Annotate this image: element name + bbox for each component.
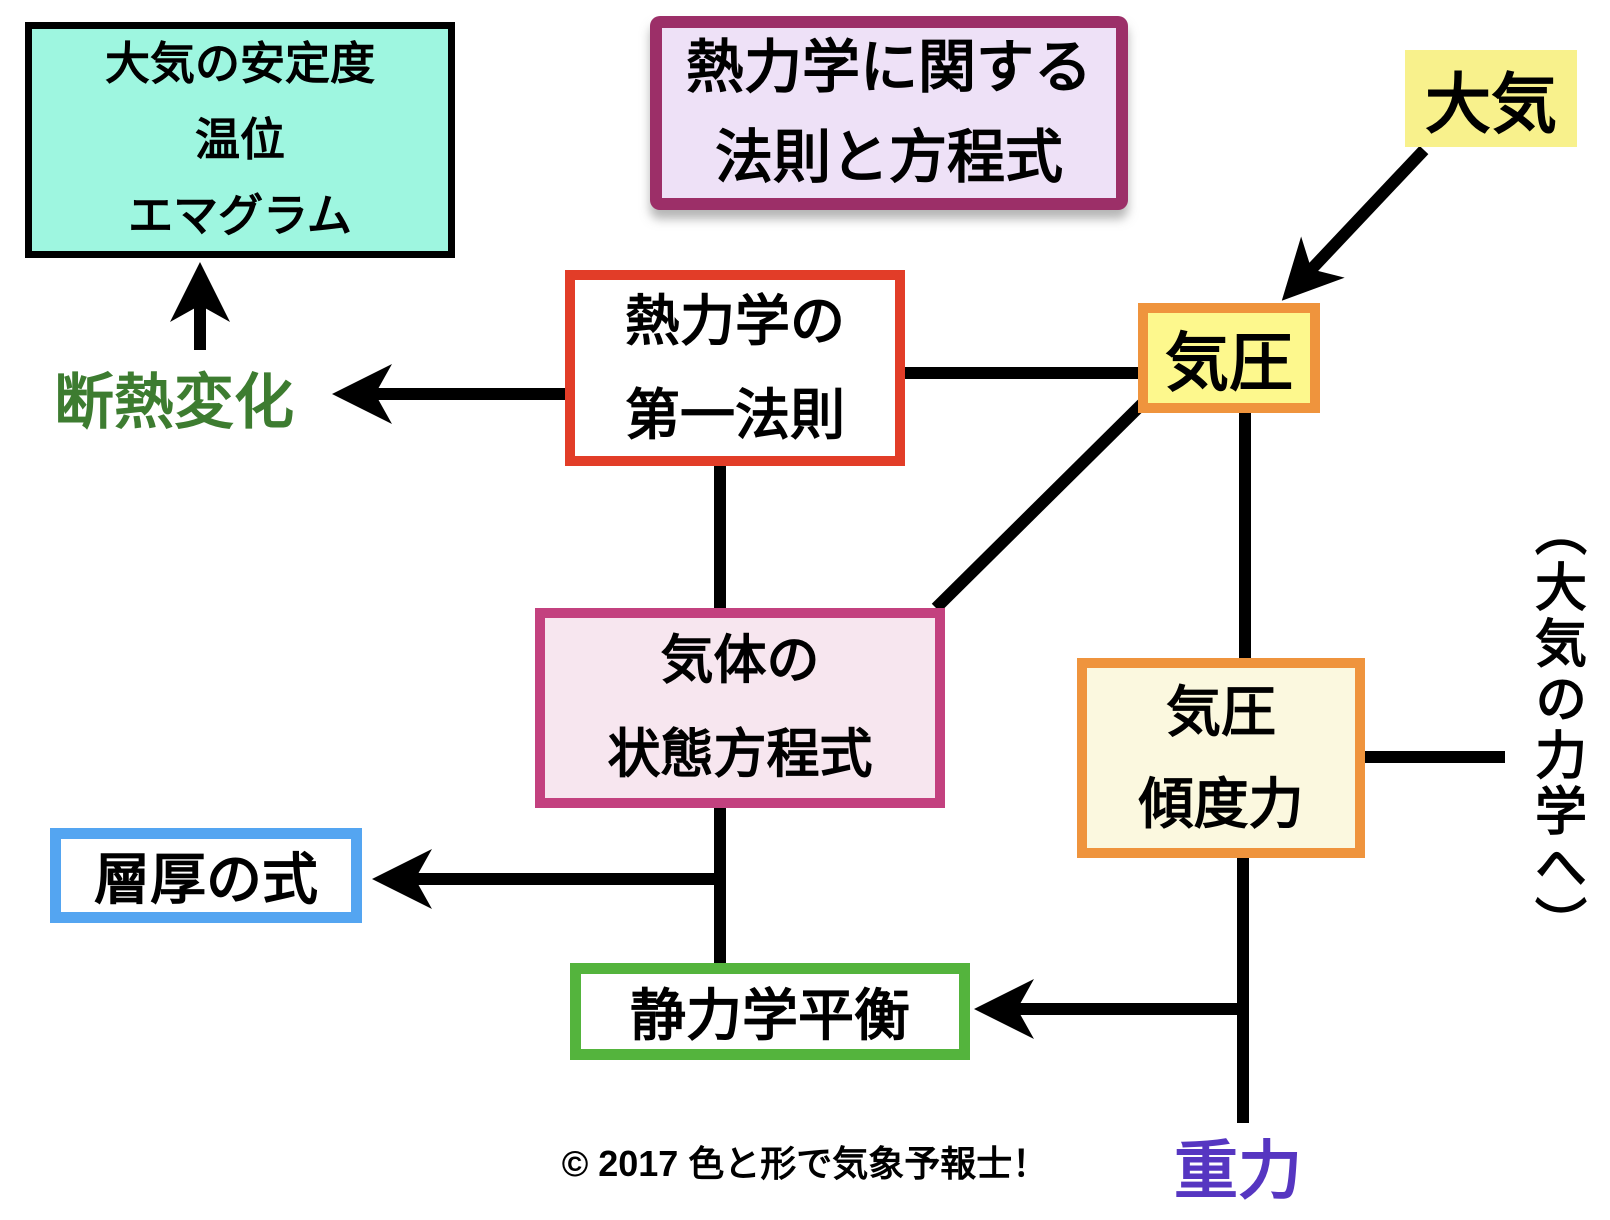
dynamics-label: （大気の力学へ） <box>1526 503 1585 952</box>
copyright-text: © 2017 色と形で気象予報士！ <box>561 1143 1049 1184</box>
copyright-notice: © 2017 色と形で気象予報士！ <box>555 1136 1055 1186</box>
hydrostatic-label: 静力学平衡 <box>630 984 910 1047</box>
title-line-2: 法則と方程式 <box>714 125 1063 190</box>
diagram-title: 熱力学に関する 法則と方程式 <box>650 16 1128 210</box>
atmosphere-label: 大気 <box>1425 66 1557 141</box>
thickness-label: 層厚の式 <box>94 848 318 911</box>
first-law-line-1: 熱力学の <box>624 290 845 352</box>
node-first-law-of-thermodynamics: 熱力学の 第一法則 <box>565 270 905 466</box>
node-atmospheric-stability: 大気の安定度 温位 エマグラム <box>25 22 455 258</box>
node-adiabatic-change: 断熱変化 <box>46 355 302 439</box>
edge-taiki-kiatsu-arrow <box>1281 145 1429 301</box>
stability-line-2: 温位 <box>194 114 285 165</box>
node-hydrostatic-equilibrium: 静力学平衡 <box>570 963 970 1060</box>
pgf-line-2: 傾度力 <box>1138 773 1304 835</box>
gravity-label: 重力 <box>1174 1135 1302 1207</box>
edge-kiatsu-stateeq-diagonal <box>931 399 1147 613</box>
node-to-atmospheric-dynamics: （大気の力学へ） <box>1512 495 1600 960</box>
pressure-label: 気圧 <box>1165 327 1293 399</box>
node-pressure: 気圧 <box>1138 303 1320 413</box>
stability-line-3: エマグラム <box>128 190 352 241</box>
first-law-line-2: 第一法則 <box>624 384 845 446</box>
state-eq-line-2: 状態方程式 <box>607 725 873 784</box>
node-thickness-equation: 層厚の式 <box>50 828 362 923</box>
pgf-line-1: 気圧 <box>1165 681 1276 743</box>
node-pressure-gradient-force: 気圧 傾度力 <box>1077 658 1365 858</box>
adiabatic-change-label: 断熱変化 <box>54 368 294 436</box>
node-equation-of-state: 気体の 状態方程式 <box>535 608 945 808</box>
node-gravity: 重力 <box>1168 1124 1308 1208</box>
stability-line-1: 大気の安定度 <box>104 38 375 89</box>
title-line-1: 熱力学に関する <box>685 35 1092 100</box>
state-eq-line-1: 気体の <box>660 631 820 690</box>
node-atmosphere: 大気 <box>1405 50 1577 147</box>
